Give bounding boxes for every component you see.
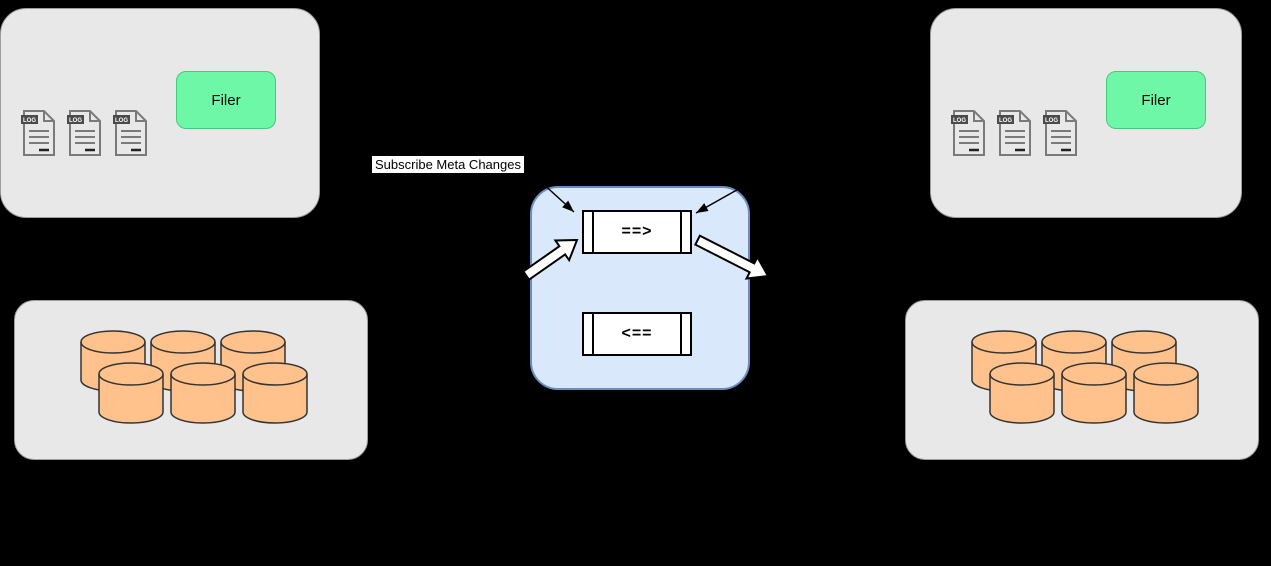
storage-box-bottom-right <box>905 300 1259 460</box>
log-badge-label: LOG <box>1045 118 1058 124</box>
cluster-box-top-right: LOG LOG LOG Filer <box>930 8 1242 218</box>
forward-queue-label: ==> <box>621 223 653 240</box>
database-cylinder <box>1133 362 1199 424</box>
log-files-group: LOG LOG LOG <box>21 109 149 157</box>
storage-box-bottom-left <box>14 300 368 460</box>
queue-box: ==> <== <box>530 186 750 390</box>
database-cylinder <box>242 362 308 424</box>
filer-node-right: Filer <box>1106 71 1206 129</box>
log-badge-label: LOG <box>115 118 128 124</box>
forward-queue-node: ==> <box>582 210 692 254</box>
log-badge-label: LOG <box>953 118 966 124</box>
log-file-icon: LOG <box>997 109 1032 157</box>
log-file-icon: LOG <box>951 109 986 157</box>
backward-queue-node: <== <box>582 312 692 356</box>
backward-queue-label: <== <box>621 325 653 342</box>
log-badge-label: LOG <box>69 118 82 124</box>
log-badge-label: LOG <box>999 118 1012 124</box>
log-file-icon: LOG <box>1043 109 1078 157</box>
log-file-icon: LOG <box>113 109 148 157</box>
database-cylinder <box>1061 362 1127 424</box>
database-cylinder <box>989 362 1055 424</box>
log-file-icon: LOG <box>21 109 56 157</box>
log-file-icon: LOG <box>67 109 102 157</box>
filer-node-left: Filer <box>176 71 276 129</box>
database-cylinders-group <box>971 330 1199 424</box>
subscribe-meta-changes-label: Subscribe Meta Changes <box>372 156 524 173</box>
log-files-group: LOG LOG LOG <box>951 109 1079 157</box>
cluster-box-top-left: LOG LOG LOG Filer <box>0 8 320 218</box>
database-cylinder <box>170 362 236 424</box>
database-cylinder <box>98 362 164 424</box>
log-badge-label: LOG <box>23 118 36 124</box>
filer-label: Filer <box>211 91 241 109</box>
database-cylinders-group <box>80 330 308 424</box>
filer-label: Filer <box>1141 91 1171 109</box>
